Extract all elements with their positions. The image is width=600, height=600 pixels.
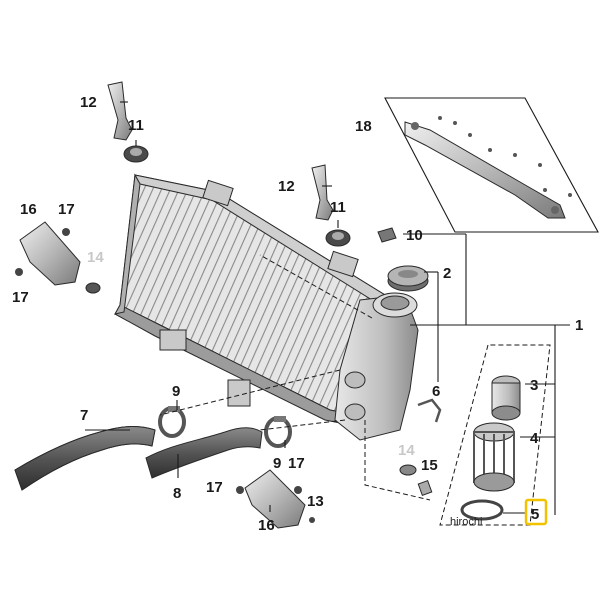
screws: [438, 116, 572, 197]
highlight-box-5: [524, 498, 548, 526]
callout-labels: 1 2 3 4 5 6 7 8 9 9 10 11 11 12 12 13 14…: [12, 94, 583, 534]
label-5: 5: [531, 506, 539, 523]
label-15: 15: [421, 457, 438, 474]
bracket-upper-right: [311, 164, 351, 247]
label-9-right: 9: [273, 455, 281, 472]
hose-clamp-right: [264, 416, 292, 448]
label-1: 1: [575, 317, 583, 334]
leader-lines: [85, 101, 570, 515]
o-ring: [460, 499, 504, 521]
radiator-cap: [387, 265, 429, 292]
bracket-upper-left: [107, 81, 149, 163]
filler-neck-housing: [334, 292, 419, 441]
label-11-lower: 11: [330, 199, 346, 216]
inset-box-18: [384, 97, 599, 233]
label-16-upper: 16: [20, 201, 37, 218]
label-7: 7: [80, 407, 88, 424]
label-17-upper-left: 17: [12, 289, 29, 306]
hose-clamp-left: [158, 406, 186, 438]
label-16-lower: 16: [258, 517, 275, 534]
label-14-lower: 14: [398, 442, 415, 459]
hose-upper: [145, 427, 263, 479]
label-12-lower: 12: [278, 178, 295, 195]
label-3: 3: [530, 377, 538, 394]
label-6: 6: [432, 383, 440, 400]
label-17-lower-right: 17: [288, 455, 305, 472]
breather-pipe: [417, 398, 442, 423]
mount-lower: [236, 469, 315, 529]
filter-insert: [491, 375, 521, 421]
label-4: 4: [530, 430, 539, 447]
watermark: hirochi: [450, 516, 482, 528]
label-9-left: 9: [172, 383, 180, 400]
label-17-upper-right: 17: [58, 201, 75, 218]
bracket-hole: [551, 206, 559, 214]
clip: [377, 227, 397, 243]
bracket-hole: [411, 122, 419, 130]
label-10: 10: [406, 227, 423, 244]
mount-upper-left: [15, 221, 101, 294]
label-14-upper: 14: [87, 249, 104, 266]
label-12-upper: 12: [80, 94, 97, 111]
label-2: 2: [443, 265, 451, 282]
bracket-rail: [404, 121, 566, 219]
bolt: [399, 464, 433, 496]
label-13: 13: [307, 493, 324, 510]
label-18: 18: [355, 118, 372, 135]
label-8: 8: [173, 485, 181, 502]
label-17-lower-left: 17: [206, 479, 223, 496]
filter-sieve: [473, 422, 515, 492]
label-11-upper: 11: [128, 117, 144, 134]
